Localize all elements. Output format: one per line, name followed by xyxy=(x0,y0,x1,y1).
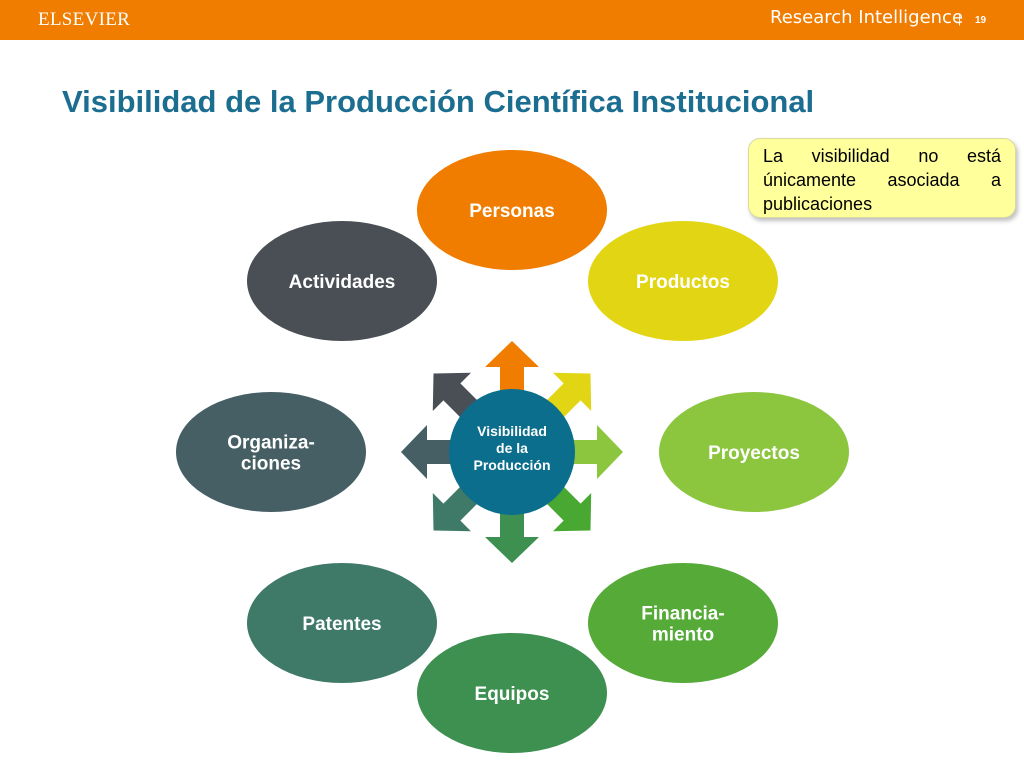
arrow-productos xyxy=(546,372,592,418)
node-label-patentes: Patentes xyxy=(302,614,381,635)
node-label-productos: Productos xyxy=(636,272,730,293)
arrow-actividades xyxy=(432,372,478,418)
arrow-organizaciones xyxy=(401,425,451,479)
node-personas: Personas xyxy=(417,150,607,270)
node-label-financiamiento: Financia- xyxy=(641,604,724,625)
center-label-line: de la xyxy=(496,440,528,456)
node-equipos: Equipos xyxy=(417,633,607,753)
node-actividades: Actividades xyxy=(247,221,437,341)
arrow-patentes xyxy=(432,486,478,532)
page-number: 19 xyxy=(975,15,987,26)
node-organizaciones: Organiza-ciones xyxy=(176,392,366,512)
node-label-organizaciones: ciones xyxy=(241,454,301,475)
slide-title: Visibilidad de la Producción Científica … xyxy=(62,84,815,119)
node-label-organizaciones: Organiza- xyxy=(227,433,315,454)
center-label-line: Visibilidad xyxy=(477,423,547,439)
node-label-actividades: Actividades xyxy=(289,272,396,293)
node-label-financiamiento: miento xyxy=(652,625,714,646)
callout-text: La visibilidad no está únicamente asocia… xyxy=(763,146,1001,214)
node-label-equipos: Equipos xyxy=(475,684,550,705)
node-label-proyectos: Proyectos xyxy=(708,443,800,464)
callout-note: La visibilidad no está únicamente asocia… xyxy=(748,138,1016,218)
arrow-financiamiento xyxy=(546,486,592,532)
header-bar: ELSEVIER Research Intelligence | 19 xyxy=(0,0,1024,40)
node-financiamiento: Financia-miento xyxy=(588,563,778,683)
node-patentes: Patentes xyxy=(247,563,437,683)
brand-logo: ELSEVIER xyxy=(38,9,131,30)
arrow-equipos xyxy=(485,513,539,563)
arrow-personas xyxy=(485,341,539,391)
node-proyectos: Proyectos xyxy=(659,392,849,512)
header-separator: | xyxy=(958,12,962,26)
node-label-personas: Personas xyxy=(469,201,555,222)
center-label-line: Producción xyxy=(473,457,550,473)
node-productos: Productos xyxy=(588,221,778,341)
product-name: Research Intelligence xyxy=(770,7,964,28)
arrow-proyectos xyxy=(573,425,623,479)
